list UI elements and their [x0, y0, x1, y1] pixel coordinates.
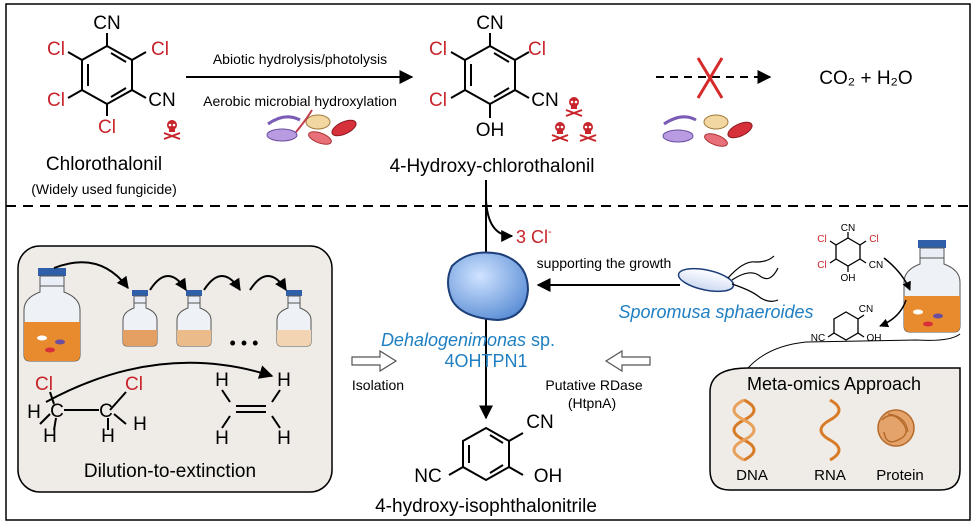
- transfer-arrow: [203, 275, 241, 292]
- dilution-title: Dilution-to-extinction: [84, 461, 256, 482]
- chloride-release-label: 3 Cl-: [516, 226, 552, 247]
- cl-label-right-2: Cl: [528, 39, 546, 60]
- end-products: CO₂ + H₂O: [819, 68, 912, 89]
- transfer-arrow: [53, 261, 129, 289]
- chlorothalonil-note: (Widely used fungicide): [31, 181, 177, 197]
- dilution-bottle: [122, 289, 158, 347]
- transfer-arrow: [149, 275, 187, 292]
- h-label: H: [101, 426, 115, 447]
- supporting-growth-label: supporting the growth: [537, 255, 672, 271]
- h-label: H: [27, 402, 41, 423]
- cn-label-top-2: CN: [476, 13, 503, 34]
- omics-item-label: Protein: [876, 467, 924, 484]
- cl-label-small: Cl: [817, 260, 826, 271]
- aerobic-microbes-icon: [662, 114, 753, 147]
- cl-label-upper-left-2: Cl: [429, 39, 447, 60]
- sporomusa-label: Sporomusa sphaeroides: [618, 302, 813, 322]
- c-label: C: [50, 401, 64, 422]
- oh-label-small: OH: [841, 273, 856, 284]
- meta-omics-panel: [709, 367, 961, 491]
- ethene-structure: [221, 389, 281, 429]
- dechlorination-arrow: [45, 361, 274, 403]
- organism-name: Dehalogenimonas sp.: [381, 330, 555, 350]
- cl-label-bottom: Cl: [98, 117, 116, 138]
- h-label: H: [215, 428, 229, 449]
- h-label: H: [277, 370, 291, 391]
- chlorothalonil-name: Chlorothalonil: [46, 154, 162, 175]
- protein-structure-icon: [877, 409, 915, 447]
- h-label: H: [277, 428, 291, 449]
- cl-label-right: Cl: [151, 39, 169, 60]
- transfer-arrow: [249, 275, 287, 292]
- substrate-arrow: [883, 257, 911, 291]
- oh-label: OH: [534, 466, 563, 487]
- nc-label: NC: [414, 466, 441, 487]
- h-label: H: [133, 414, 147, 435]
- oh-label: OH: [476, 120, 505, 141]
- cn-label-small: CN: [859, 304, 873, 315]
- cn-label-top: CN: [93, 13, 120, 34]
- strain-name: 4OHTPN1: [444, 351, 527, 371]
- small-hydroxy-chlorothalonil-structure: [829, 232, 867, 272]
- abiotic-label: Abiotic hydrolysis/photolysis: [213, 51, 387, 67]
- ellipsis: • • •: [230, 333, 259, 353]
- cn-label-small: CN: [841, 223, 855, 234]
- rna-strand-icon: [819, 398, 841, 462]
- cn-label-right-2: CN: [531, 90, 558, 111]
- blocked-x-icon: [696, 57, 724, 99]
- c-label: C: [99, 401, 113, 422]
- cl-label: Cl: [35, 374, 53, 395]
- omics-item-label: RNA: [814, 467, 846, 484]
- dilution-bottle: [176, 289, 212, 347]
- dichloroethane-structure: [39, 391, 127, 431]
- sporomusa-cell-icon: [677, 255, 779, 302]
- cl-label-left-2: Cl: [429, 90, 447, 111]
- aerobic-microbes-icon: [266, 109, 357, 145]
- culture-bottle: [903, 240, 961, 333]
- product-name: 4-hydroxy-isophthalonitrile: [375, 496, 597, 517]
- cn-label-right: CN: [148, 90, 175, 111]
- isolation-arrow: [351, 349, 398, 373]
- hydroxy-isophthalonitrile-structure: [448, 426, 524, 482]
- aerobic-label: Aerobic microbial hydroxylation: [203, 93, 397, 109]
- chlorothalonil-structure: [67, 33, 147, 116]
- cl-label-small: Cl: [817, 234, 826, 245]
- panel-connector: [747, 333, 961, 369]
- small-hydroxy-isophthalonitrile-structure: [827, 311, 865, 341]
- nc-label-small: NC: [811, 333, 825, 344]
- chloride-release-arrow: [485, 199, 514, 242]
- rdase-gene-label: (HtpnA): [568, 395, 616, 411]
- oh-label-small: OH: [867, 333, 882, 344]
- cn-label-small: CN: [869, 260, 883, 271]
- cl-label: Cl: [125, 374, 143, 395]
- rdase-label: Putative RDase: [545, 377, 642, 393]
- dehalogenimonas-cell-icon: [447, 251, 530, 322]
- rdase-arrow: [604, 349, 651, 373]
- cn-label: CN: [526, 412, 553, 433]
- cl-label-upper-left: Cl: [47, 39, 65, 60]
- h-label: H: [215, 370, 229, 391]
- cl-label-left: Cl: [47, 90, 65, 111]
- dilution-bottle: [276, 289, 312, 347]
- meta-omics-title: Meta-omics Approach: [747, 374, 921, 394]
- h-label: H: [43, 426, 57, 447]
- enrichment-bottle: [23, 268, 81, 362]
- omics-item-label: DNA: [736, 467, 768, 484]
- cl-label-small: Cl: [869, 234, 878, 245]
- hydroxy-chlorothalonil-structure: [450, 33, 530, 118]
- dilution-panel: [17, 245, 333, 493]
- isolation-label: Isolation: [352, 377, 404, 393]
- hydroxy-chlorothalonil-name: 4-Hydroxy-chlorothalonil: [390, 156, 595, 177]
- product-arrow: [879, 299, 907, 328]
- dna-helix-icon: [732, 398, 756, 462]
